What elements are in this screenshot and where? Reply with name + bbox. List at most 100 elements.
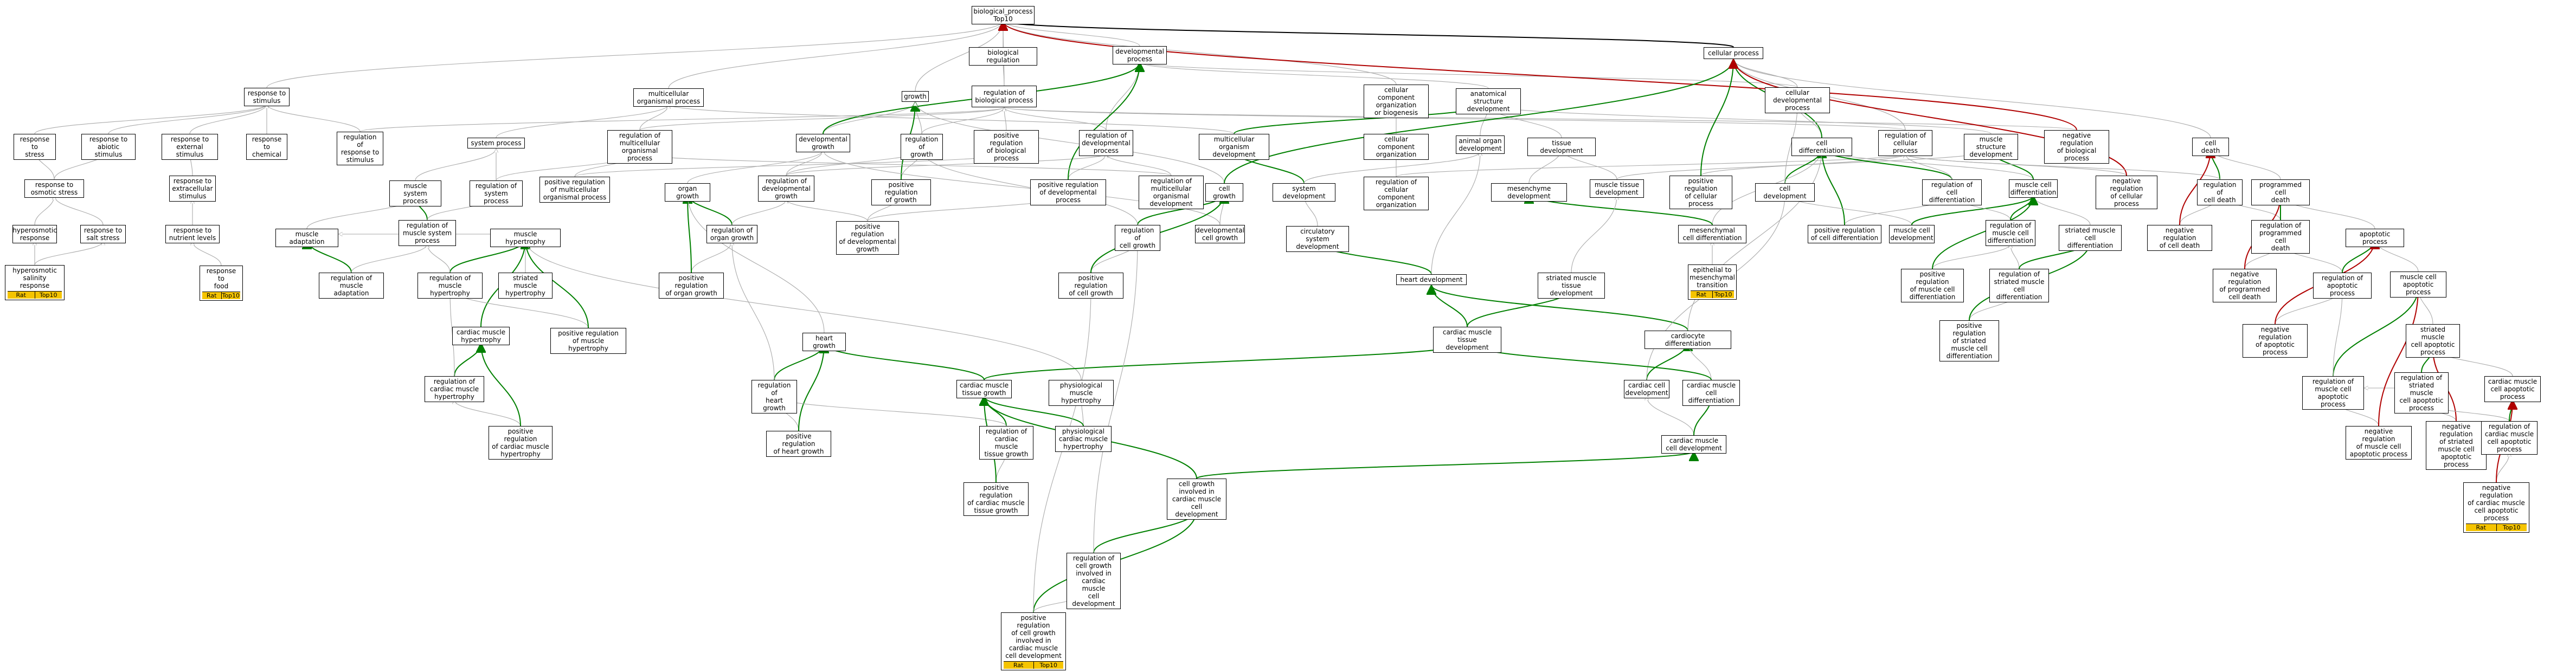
- go-term-node[interactable]: cell growth involved in cardiac muscle c…: [1167, 479, 1226, 520]
- go-term-node[interactable]: response to stimulus: [244, 88, 290, 106]
- go-term-node[interactable]: regulation of muscle cell apoptotic proc…: [2302, 376, 2364, 410]
- go-term-node[interactable]: regulation of programmed cell death: [2251, 220, 2310, 254]
- go-term-node[interactable]: negative regulation of biological proces…: [2044, 130, 2109, 164]
- go-term-node[interactable]: organ growth: [665, 183, 710, 202]
- go-term-node[interactable]: positive regulation of multicellular org…: [539, 177, 610, 203]
- go-term-node[interactable]: regulation of muscle adaptation: [319, 273, 384, 299]
- go-term-node[interactable]: response to osmotic stress: [24, 179, 84, 198]
- go-term-node[interactable]: muscle cell development: [1889, 225, 1935, 243]
- go-term-node[interactable]: regulation of system process: [470, 180, 523, 206]
- go-term-node[interactable]: positive regulation of striated muscle c…: [1939, 320, 1999, 361]
- go-term-node[interactable]: regulation of multicellular organismal p…: [607, 130, 672, 164]
- go-term-node[interactable]: negative regulation of cell death: [2147, 225, 2212, 251]
- go-term-node[interactable]: positive regulation of muscle hypertroph…: [550, 328, 626, 354]
- go-term-node[interactable]: regulation of response to stimulus: [337, 132, 383, 165]
- go-term-node[interactable]: response to abiotic stimulus: [81, 134, 136, 160]
- go-term-node[interactable]: regulation of biological process: [972, 86, 1037, 107]
- go-term-node[interactable]: muscle adaptation: [275, 229, 338, 247]
- go-term-node[interactable]: striated muscle hypertrophy: [498, 273, 553, 299]
- go-term-node[interactable]: negative regulation of cellular process: [2096, 176, 2157, 209]
- go-term-node[interactable]: cardiac muscle cell apoptotic process: [2484, 376, 2541, 402]
- go-term-node[interactable]: regulation of cell growth involved in ca…: [1067, 553, 1121, 609]
- go-term-node[interactable]: regulation of developmental process: [1079, 130, 1133, 156]
- go-term-node[interactable]: growth: [902, 91, 929, 102]
- go-term-node[interactable]: regulation of organ growth: [706, 225, 757, 243]
- go-term-node[interactable]: muscle tissue development: [1590, 179, 1644, 198]
- go-term-node[interactable]: regulation of heart growth: [751, 380, 797, 413]
- go-term-node[interactable]: apoptotic process: [2346, 229, 2404, 247]
- go-term-node[interactable]: tissue development: [1527, 138, 1596, 156]
- go-term-node[interactable]: positive regulation of cell growth invol…: [1001, 612, 1066, 670]
- go-term-node[interactable]: cardiac muscle hypertrophy: [452, 327, 510, 345]
- go-term-node[interactable]: striated muscle tissue development: [1538, 273, 1605, 299]
- go-term-node[interactable]: regulation of cellular process: [1878, 130, 1932, 156]
- go-term-node[interactable]: positive regulation of biological proces…: [974, 130, 1039, 164]
- go-term-node[interactable]: response to external stimulus: [162, 134, 218, 160]
- go-term-node[interactable]: heart growth: [802, 333, 846, 351]
- go-term-node[interactable]: cellular component organization: [1364, 134, 1429, 160]
- go-term-node[interactable]: muscle hypertrophy: [490, 229, 561, 247]
- go-term-node[interactable]: muscle system process: [389, 180, 441, 206]
- go-term-node[interactable]: muscle structure development: [1964, 134, 2018, 160]
- go-term-node[interactable]: cardiac muscle cell differentiation: [1682, 380, 1740, 406]
- go-term-node[interactable]: regulation of muscle cell differentiatio…: [1986, 220, 2035, 246]
- go-term-node[interactable]: positive regulation of cell differentiat…: [1808, 225, 1881, 243]
- go-term-node[interactable]: negative regulation of muscle cell apopt…: [2346, 426, 2412, 460]
- go-term-node[interactable]: anatomical structure development: [1456, 88, 1521, 114]
- go-term-node[interactable]: cardiac cell development: [1624, 380, 1669, 398]
- go-term-node[interactable]: regulation of cellular component organiz…: [1364, 177, 1429, 210]
- go-term-node[interactable]: regulation of cardiac muscle hypertrophy: [425, 376, 484, 402]
- go-term-node[interactable]: regulation of apoptotic process: [2313, 273, 2372, 299]
- go-term-node[interactable]: negative regulation of programmed cell d…: [2213, 269, 2277, 302]
- go-term-node[interactable]: regulation of cardiac muscle cell apopto…: [2481, 421, 2538, 455]
- go-term-node[interactable]: positive regulation of heart growth: [766, 431, 831, 457]
- go-term-node[interactable]: response to nutrient levels: [165, 225, 220, 243]
- go-term-node[interactable]: cellular process: [1704, 47, 1763, 59]
- go-term-node[interactable]: positive regulation of growth: [871, 179, 931, 205]
- go-term-node[interactable]: regulation of developmental growth: [758, 176, 814, 202]
- go-term-node[interactable]: response to stress: [14, 134, 56, 160]
- go-term-node[interactable]: regulation of cell differentiation: [1922, 179, 1982, 205]
- go-term-node[interactable]: developmental growth: [796, 134, 850, 152]
- go-term-node[interactable]: cell death: [2192, 138, 2229, 156]
- go-term-node[interactable]: cellular component organization or bioge…: [1364, 85, 1429, 118]
- go-term-node[interactable]: striated muscle cell apoptotic process: [2406, 324, 2460, 358]
- go-term-node[interactable]: regulation of cardiac muscle tissue grow…: [979, 426, 1033, 460]
- go-term-node[interactable]: positive regulation of cellular process: [1669, 176, 1732, 209]
- go-term-node[interactable]: biological regulation: [969, 47, 1037, 66]
- go-term-node[interactable]: physiological cardiac muscle hypertrophy: [1055, 426, 1112, 452]
- go-term-node[interactable]: negative regulation of striated muscle c…: [2426, 421, 2487, 470]
- go-term-node[interactable]: positive regulation of cardiac muscle hy…: [489, 426, 553, 460]
- go-term-node[interactable]: regulation of striated muscle cell diffe…: [1989, 269, 2049, 302]
- go-term-node[interactable]: positive regulation of developmental gro…: [836, 221, 899, 255]
- go-term-node[interactable]: cardiac muscle cell development: [1661, 435, 1726, 454]
- go-term-node[interactable]: regulation of cell death: [2197, 179, 2243, 205]
- go-term-node[interactable]: response to salt stress: [80, 225, 126, 243]
- go-term-node[interactable]: positive regulation of organ growth: [659, 273, 724, 299]
- go-term-node[interactable]: positive regulation of cell growth: [1058, 273, 1123, 299]
- go-term-node[interactable]: regulation of multicellular organismal d…: [1139, 176, 1204, 209]
- go-term-node[interactable]: developmental cell growth: [1195, 225, 1245, 243]
- go-term-node[interactable]: cell differentiation: [1791, 138, 1852, 156]
- go-term-node[interactable]: multicellular organismal process: [633, 88, 704, 107]
- go-term-node[interactable]: developmental process: [1113, 46, 1167, 64]
- go-term-node[interactable]: striated muscle cell differentiation: [2059, 225, 2122, 251]
- go-term-node[interactable]: positive regulation of developmental pro…: [1030, 179, 1106, 205]
- go-term-node[interactable]: muscle cell differentiation: [2009, 179, 2058, 198]
- go-term-node[interactable]: multicellular organism development: [1199, 134, 1269, 160]
- go-term-node[interactable]: cardiac muscle tissue development: [1433, 327, 1501, 353]
- go-term-node[interactable]: cellular developmental process: [1765, 87, 1830, 113]
- go-term-node[interactable]: regulation of muscle system process: [399, 220, 456, 246]
- go-term-node[interactable]: response to chemical: [246, 134, 287, 160]
- go-term-node[interactable]: system process: [467, 138, 525, 148]
- go-term-node[interactable]: muscle cell apoptotic process: [2390, 272, 2446, 298]
- go-term-node[interactable]: response to extracellular stimulus: [169, 176, 216, 202]
- go-term-node[interactable]: biological_process Top10: [972, 6, 1035, 24]
- go-term-node[interactable]: cardiocyte differentiation: [1644, 331, 1731, 349]
- go-term-node[interactable]: programmed cell death: [2251, 179, 2310, 205]
- go-term-node[interactable]: regulation of striated muscle cell apopt…: [2394, 372, 2449, 413]
- go-term-node[interactable]: circulatory system development: [1286, 226, 1349, 252]
- go-term-node[interactable]: positive regulation of muscle cell diffe…: [1901, 269, 1964, 302]
